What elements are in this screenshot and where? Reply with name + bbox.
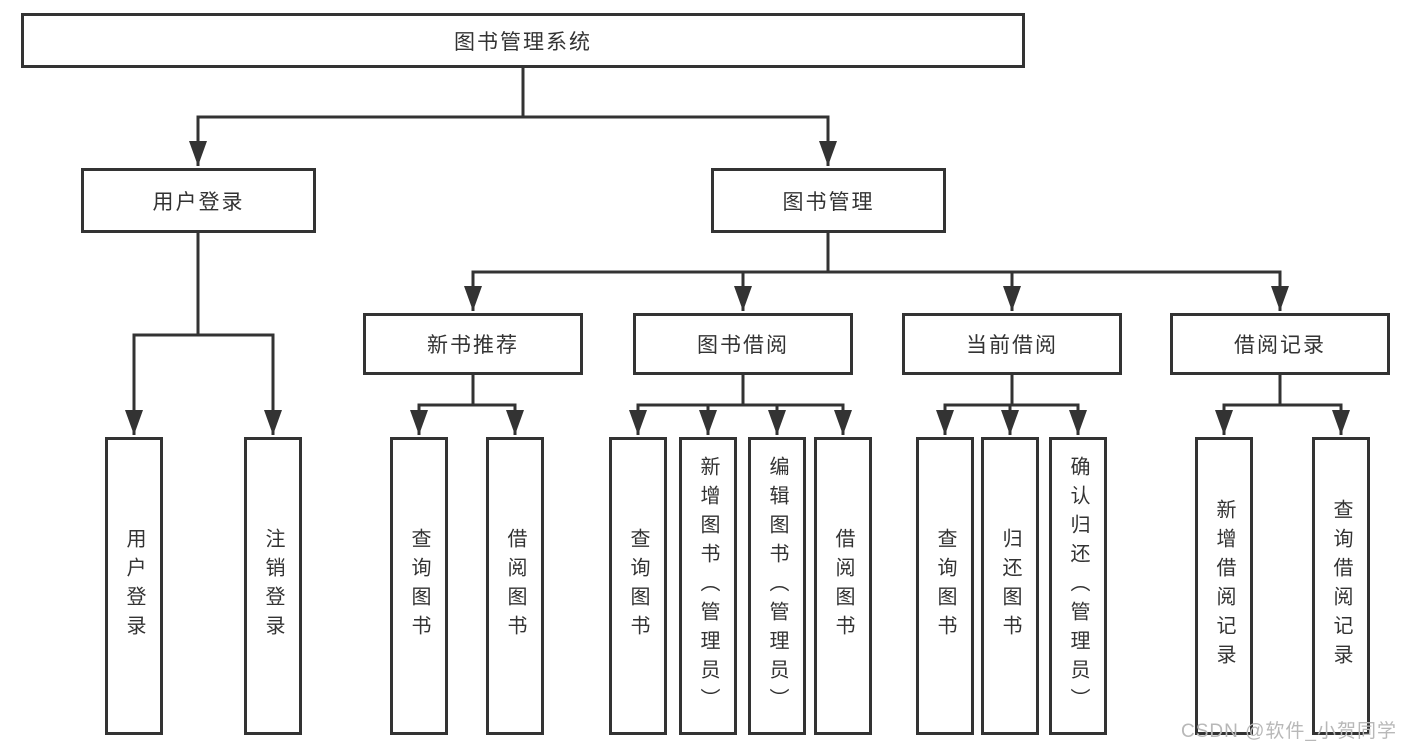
leaf-query-book-1: 查询图书 [390, 437, 448, 735]
node-borrow-record: 借阅记录 [1170, 313, 1390, 375]
leaf-query-book-3: 查询图书 [916, 437, 974, 735]
node-current-borrow: 当前借阅 [902, 313, 1122, 375]
leaf-query-borrow-record: 查询借阅记录 [1312, 437, 1370, 735]
node-book-management-module: 图书管理 [711, 168, 946, 233]
node-user-login-module: 用户登录 [81, 168, 316, 233]
leaf-confirm-return-admin: 确认归还（管理员） [1049, 437, 1107, 735]
node-root-library-system: 图书管理系统 [21, 13, 1025, 68]
leaf-user-login: 用户登录 [105, 437, 163, 735]
csdn-watermark: CSDN @软件_小贺同学 [1181, 721, 1397, 742]
leaf-borrow-book-1: 借阅图书 [486, 437, 544, 735]
node-book-borrow: 图书借阅 [633, 313, 853, 375]
leaf-add-borrow-record: 新增借阅记录 [1195, 437, 1253, 735]
leaf-add-book-admin: 新增图书（管理员） [679, 437, 737, 735]
leaf-query-book-2: 查询图书 [609, 437, 667, 735]
node-new-book-recommend: 新书推荐 [363, 313, 583, 375]
leaf-logout: 注销登录 [244, 437, 302, 735]
leaf-edit-book-admin: 编辑图书（管理员） [748, 437, 806, 735]
leaf-borrow-book-2: 借阅图书 [814, 437, 872, 735]
leaf-return-book: 归还图书 [981, 437, 1039, 735]
